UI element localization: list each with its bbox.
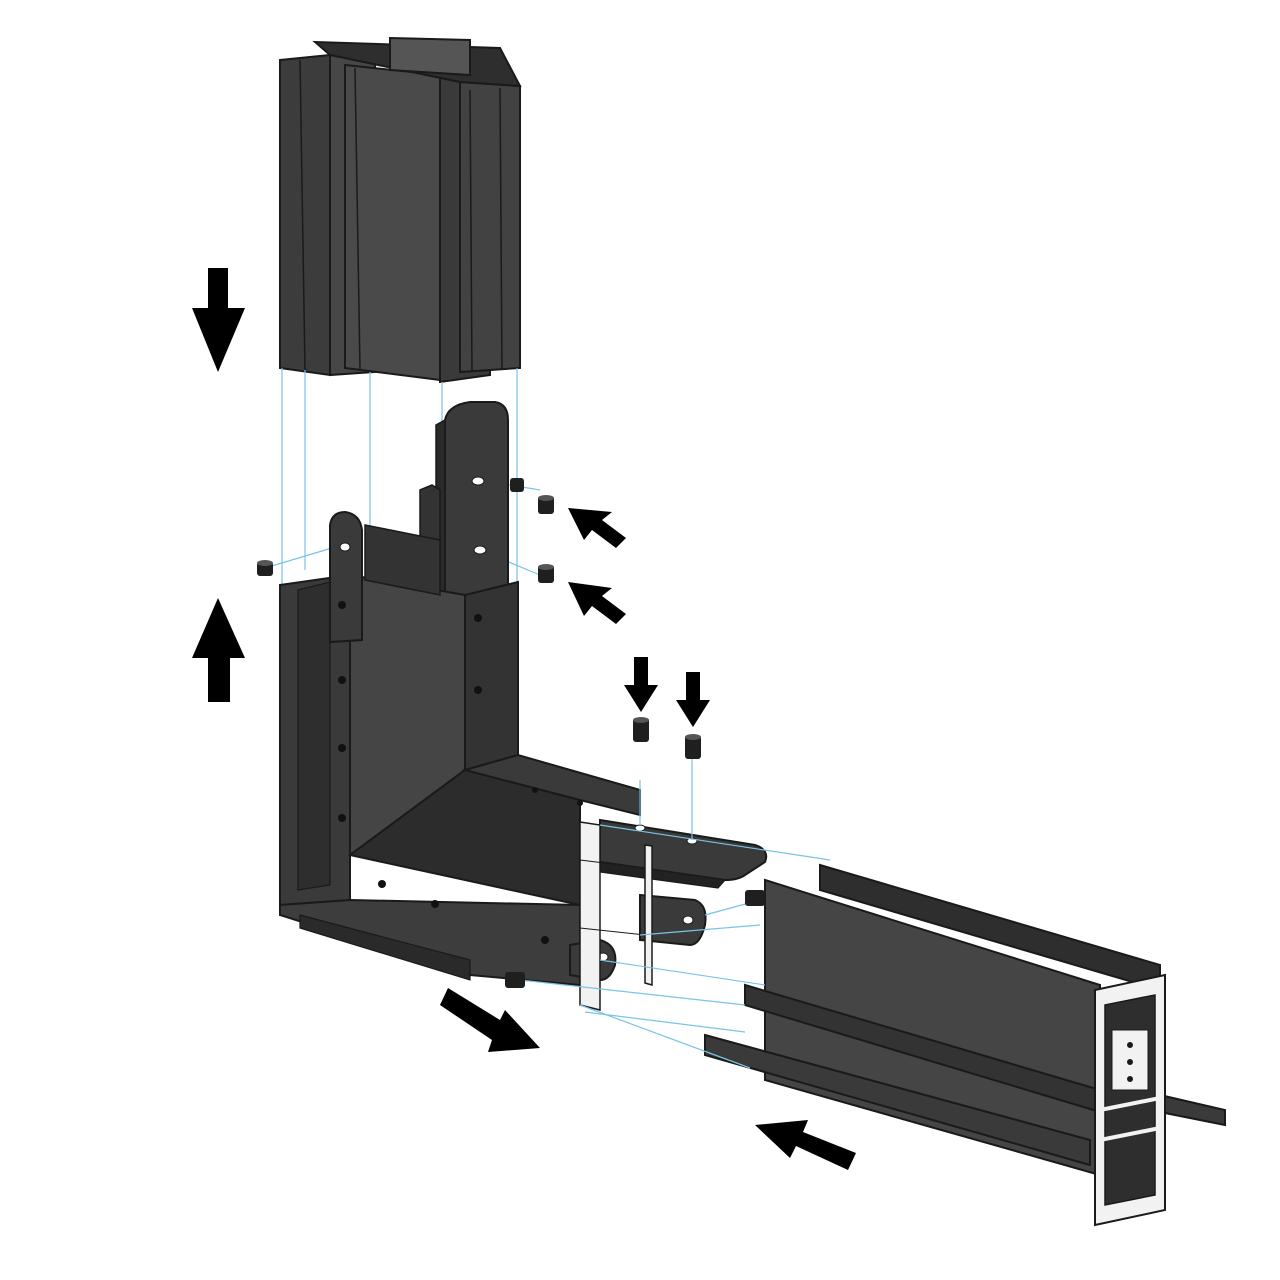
grub-screw [510,478,524,492]
arrow-down-top-profile [192,268,245,372]
grub-screw [257,560,273,576]
grub-screw-set [257,478,765,988]
arrow-up-corner [192,598,245,702]
arrow-left-bottom-profile [755,1120,856,1170]
arrow-left-screw-lower [568,582,626,624]
grub-screw [745,890,765,906]
grub-screw [505,972,525,988]
guide-lines-horizontal [519,758,831,1069]
horizontal-connector-plate [569,818,768,982]
arrow-down-screw-right [676,672,710,727]
arrow-right-bottom [440,988,540,1052]
horizontal-track-profile [704,863,1226,1227]
vertical-track-profile [279,36,522,384]
grub-screw [685,734,701,759]
arrow-down-screw-left [624,657,658,712]
corner-connector-body [279,510,641,987]
corner-end-cut-face [579,821,653,1011]
grub-screw [538,495,554,514]
grub-screw [538,564,554,583]
grub-screw [633,717,649,742]
arrow-left-screw-upper [568,508,626,548]
